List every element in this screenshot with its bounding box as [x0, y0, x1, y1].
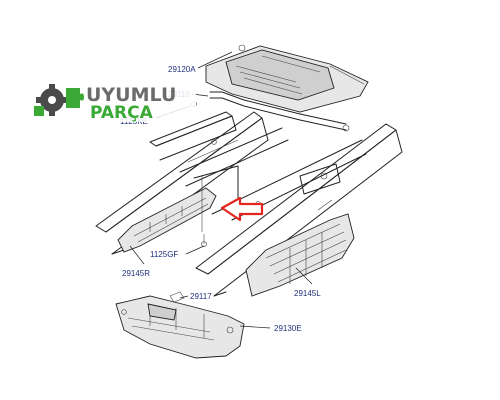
part-29120A-shape	[205, 44, 369, 132]
part-29145R-shape	[117, 139, 239, 253]
label-29145R: 29145R	[122, 269, 150, 278]
label-29120A: 29120A	[168, 65, 196, 74]
leader-lines	[129, 51, 313, 329]
logo-line2: PARÇA	[90, 103, 154, 123]
label-29117: 29117	[190, 292, 212, 301]
label-29130E: 29130E	[274, 324, 302, 333]
puzzle-gear-icon	[34, 84, 84, 116]
part-29145L-shape	[245, 199, 355, 297]
label-1125GF: 1125GF	[150, 250, 178, 259]
label-29145L: 29145L	[294, 289, 321, 298]
red-outline-arrow-icon	[220, 196, 264, 222]
logo-line1: UYUMLU	[86, 84, 176, 106]
part-29130E-shape	[115, 295, 245, 359]
logo: UYUMLU PARÇA	[24, 80, 196, 123]
